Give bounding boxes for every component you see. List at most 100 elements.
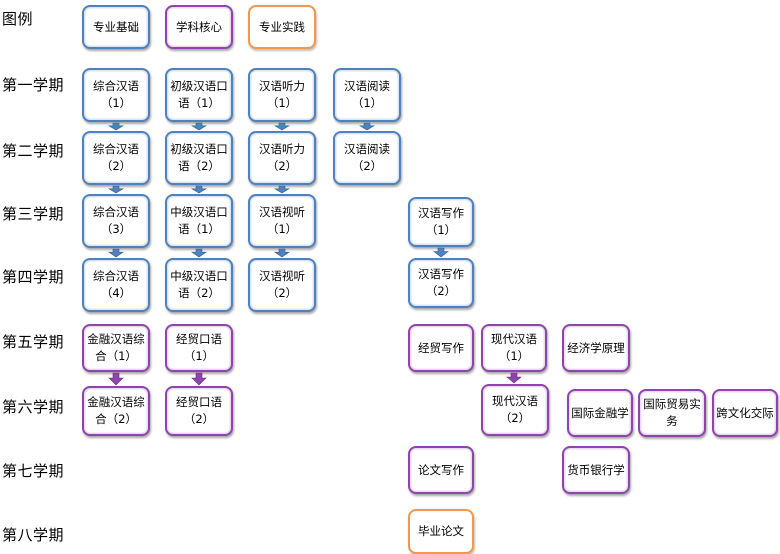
course-box-zonghe3: 综合汉语 （3） (82, 194, 150, 248)
arrow-jingmao-kouyu1-to-jingmao-kouyu2 (191, 372, 207, 386)
semester-3-label: 第三学期 (2, 205, 65, 223)
course-label: （3） (100, 222, 132, 236)
arrow-xiandai1-to-xiandai2 (506, 372, 522, 384)
course-label: 语（1） (178, 222, 220, 236)
course-label: 现代汉语 (491, 332, 537, 346)
course-box-zonghe2: 综合汉语（2） (82, 131, 150, 185)
semester-7-label: 第七学期 (2, 462, 65, 480)
legend-title: 图例 (2, 10, 34, 28)
semester-4-label: 第四学期 (2, 268, 65, 286)
course-label: 现代汉语 (492, 394, 538, 408)
course-box-shiting1: 汉语视听 （1） (248, 194, 316, 248)
course-box-jingmao-xiezuo: 经贸写作 (408, 324, 474, 372)
course-label: 跨文化交际 (716, 405, 774, 420)
course-box-guoji-maoyi: 国际贸易实务 (638, 389, 706, 437)
course-label: （1） (498, 349, 530, 363)
course-box-kuawenhua: 跨文化交际 (712, 389, 778, 437)
course-label: 语（2） (178, 286, 220, 300)
course-box-chuji-kouyu2: 初级汉语口语（2） (165, 131, 233, 185)
arrow-zonghe1-to-zonghe2 (107, 122, 125, 131)
course-label: 货币银行学 (567, 462, 625, 477)
legend-basic-label: 专业基础 (93, 19, 139, 34)
course-label: 国际金融学 (571, 405, 629, 420)
course-label: 务 (666, 414, 678, 428)
course-box-tingli1: 汉语听力 （1） (248, 68, 316, 122)
course-box-chuji-kouyu1: 初级汉语口语（1） (165, 68, 233, 122)
course-label: （2） (266, 159, 298, 173)
arrow-yuedu1-to-yuedu2 (358, 122, 376, 131)
course-label: 语（1） (178, 96, 220, 110)
arrow-shiting1-to-shiting2 (274, 248, 290, 258)
course-label: （1） (266, 96, 298, 110)
course-label: （1） (183, 349, 215, 363)
course-box-jingmao-kouyu1: 经贸口语 （1） (165, 324, 233, 372)
course-label: 综合汉语 (93, 269, 139, 283)
course-label: 论文写作 (418, 462, 464, 477)
semester-1-label: 第一学期 (2, 76, 65, 94)
arrow-zhongji-kouyu1-to-zhongji-kouyu2 (191, 248, 207, 258)
semester-5-label: 第五学期 (2, 333, 65, 351)
legend-core-label: 学科核心 (176, 19, 222, 34)
course-label: 汉语阅读 (344, 142, 390, 156)
arrow-tingli2-to-shiting1 (273, 185, 291, 194)
arrow-xiezuo1-to-xiezuo2 (433, 247, 449, 258)
course-label: 合（2） (95, 412, 137, 426)
course-label: 综合汉语 (93, 205, 139, 219)
course-label: 汉语听力 (259, 79, 305, 93)
legend-practice-label: 专业实践 (259, 19, 305, 34)
semester-6-label: 第六学期 (2, 398, 65, 416)
course-label: 初级汉语口 (170, 142, 228, 156)
course-label: （2） (499, 411, 531, 425)
course-label: 国际贸易实 (643, 397, 701, 411)
course-label: （2） (183, 412, 215, 426)
course-box-shiting2: 汉语视听 （2） (248, 258, 316, 312)
course-label: 合（1） (95, 349, 137, 363)
course-label: （2） (425, 284, 457, 298)
course-label: 语（2） (178, 159, 220, 173)
course-label: 综合汉语 (93, 79, 139, 93)
course-box-zhongji-kouyu2: 中级汉语口语（2） (165, 258, 233, 312)
course-label: 金融汉语综 (87, 395, 145, 409)
course-label: 综合汉语 (93, 142, 139, 156)
course-label: （1） (266, 222, 298, 236)
course-label: 汉语写作 (418, 206, 464, 220)
course-label: （1） (100, 96, 132, 110)
course-label: 汉语写作 (418, 267, 464, 281)
course-label: 汉语听力 (259, 142, 305, 156)
course-box-zonghe4: 综合汉语（4） (82, 258, 150, 312)
course-box-xiezuo2: 汉语写作 （2） (408, 258, 474, 308)
course-label: 经贸口语 (176, 395, 222, 409)
course-box-biye-lunwen: 毕业论文 (408, 509, 474, 554)
course-label: 中级汉语口 (170, 269, 228, 283)
course-box-xiandai2: 现代汉语 （2） (481, 384, 549, 436)
arrow-zonghe2-to-zonghe3 (107, 185, 125, 194)
arrow-jinrong-zonghe1-to-jinrong-zonghe2 (108, 372, 124, 386)
course-box-huobi: 货币银行学 (562, 446, 630, 494)
course-label: 汉语视听 (259, 205, 305, 219)
course-box-yuedu1: 汉语阅读（1） (333, 68, 401, 122)
semester-8-label: 第八学期 (2, 526, 65, 544)
course-box-guoji-jinrong: 国际金融学 (567, 389, 633, 437)
course-label: （2） (351, 159, 383, 173)
course-label: 中级汉语口 (170, 205, 228, 219)
legend-basic: 专业基础 (82, 5, 150, 49)
course-label: （1） (351, 96, 383, 110)
course-label: 金融汉语综 (87, 332, 145, 346)
legend-core: 学科核心 (165, 5, 233, 49)
course-box-lunwen-xiezuo: 论文写作 (408, 446, 474, 494)
course-label: 汉语视听 (259, 269, 305, 283)
course-label: （2） (266, 286, 298, 300)
course-label: 初级汉语口 (170, 79, 228, 93)
semester-2-label: 第二学期 (2, 142, 65, 160)
arrow-chuji-kouyu2-to-zhongji-kouyu1 (190, 185, 208, 194)
course-label: 经贸口语 (176, 332, 222, 346)
course-box-zhongji-kouyu1: 中级汉语口语（1） (165, 194, 233, 248)
arrow-chuji-kouyu1-to-chuji-kouyu2 (190, 122, 208, 131)
course-box-xiandai1: 现代汉语 （1） (481, 324, 547, 372)
course-box-zonghe1: 综合汉语 （1） (82, 68, 150, 122)
course-box-tingli2: 汉语听力 （2） (248, 131, 316, 185)
course-box-jingjixue: 经济学原理 (562, 324, 630, 372)
course-box-jingmao-kouyu2: 经贸口语 （2） (165, 386, 233, 436)
course-box-jinrong-zonghe1: 金融汉语综合（1） (82, 324, 150, 372)
legend-practice: 专业实践 (248, 5, 316, 49)
